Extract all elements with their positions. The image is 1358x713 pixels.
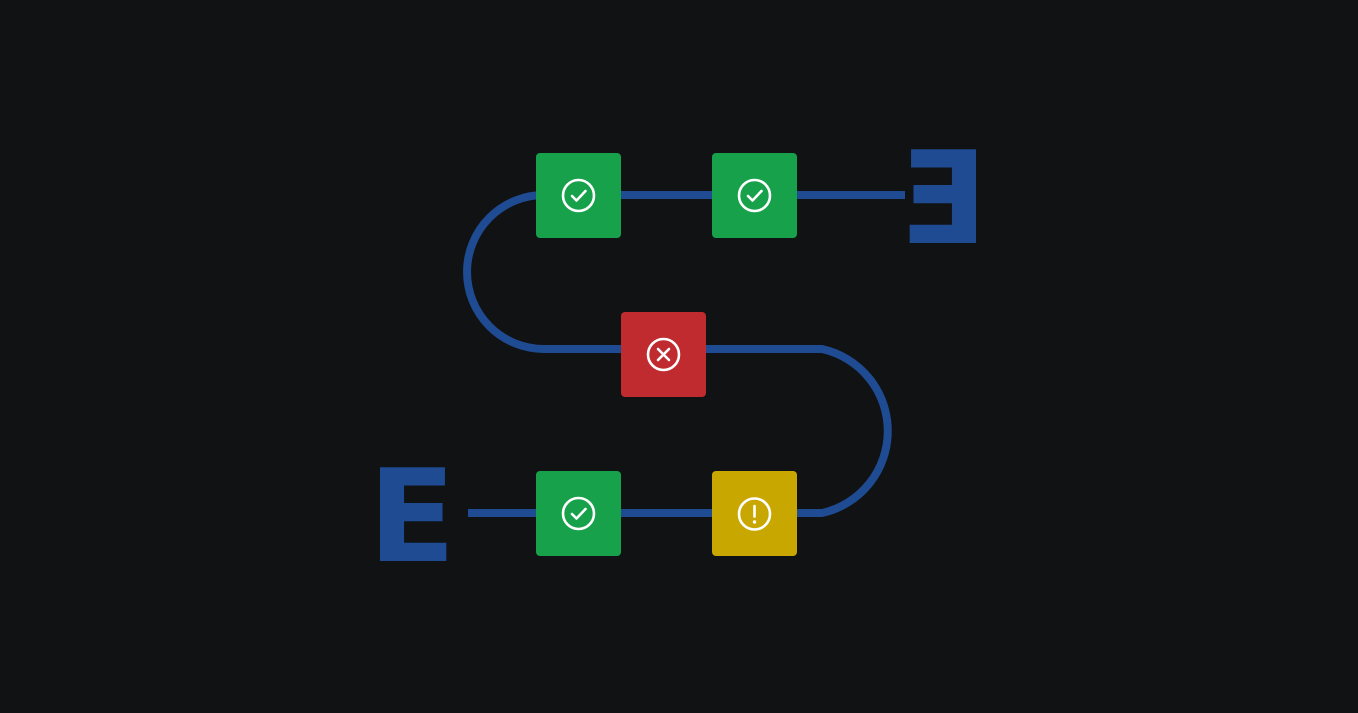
pipeline-step-2[interactable] (712, 471, 797, 556)
step-box (712, 153, 797, 238)
pipeline-step-1[interactable] (536, 471, 621, 556)
end-marker: E (900, 125, 987, 274)
pipeline-step-4[interactable] (536, 153, 621, 238)
step-box (536, 153, 621, 238)
check-circle-icon (561, 178, 596, 213)
check-circle-icon (561, 496, 596, 531)
pipeline-path (463, 191, 905, 517)
step-box (536, 471, 621, 556)
exclamation-circle-icon (737, 497, 772, 531)
pipeline-step-3[interactable] (621, 312, 706, 397)
x-circle-icon (646, 337, 681, 372)
pipeline-step-5[interactable] (712, 153, 797, 238)
check-circle-icon (737, 178, 772, 213)
start-marker: E (368, 443, 455, 592)
